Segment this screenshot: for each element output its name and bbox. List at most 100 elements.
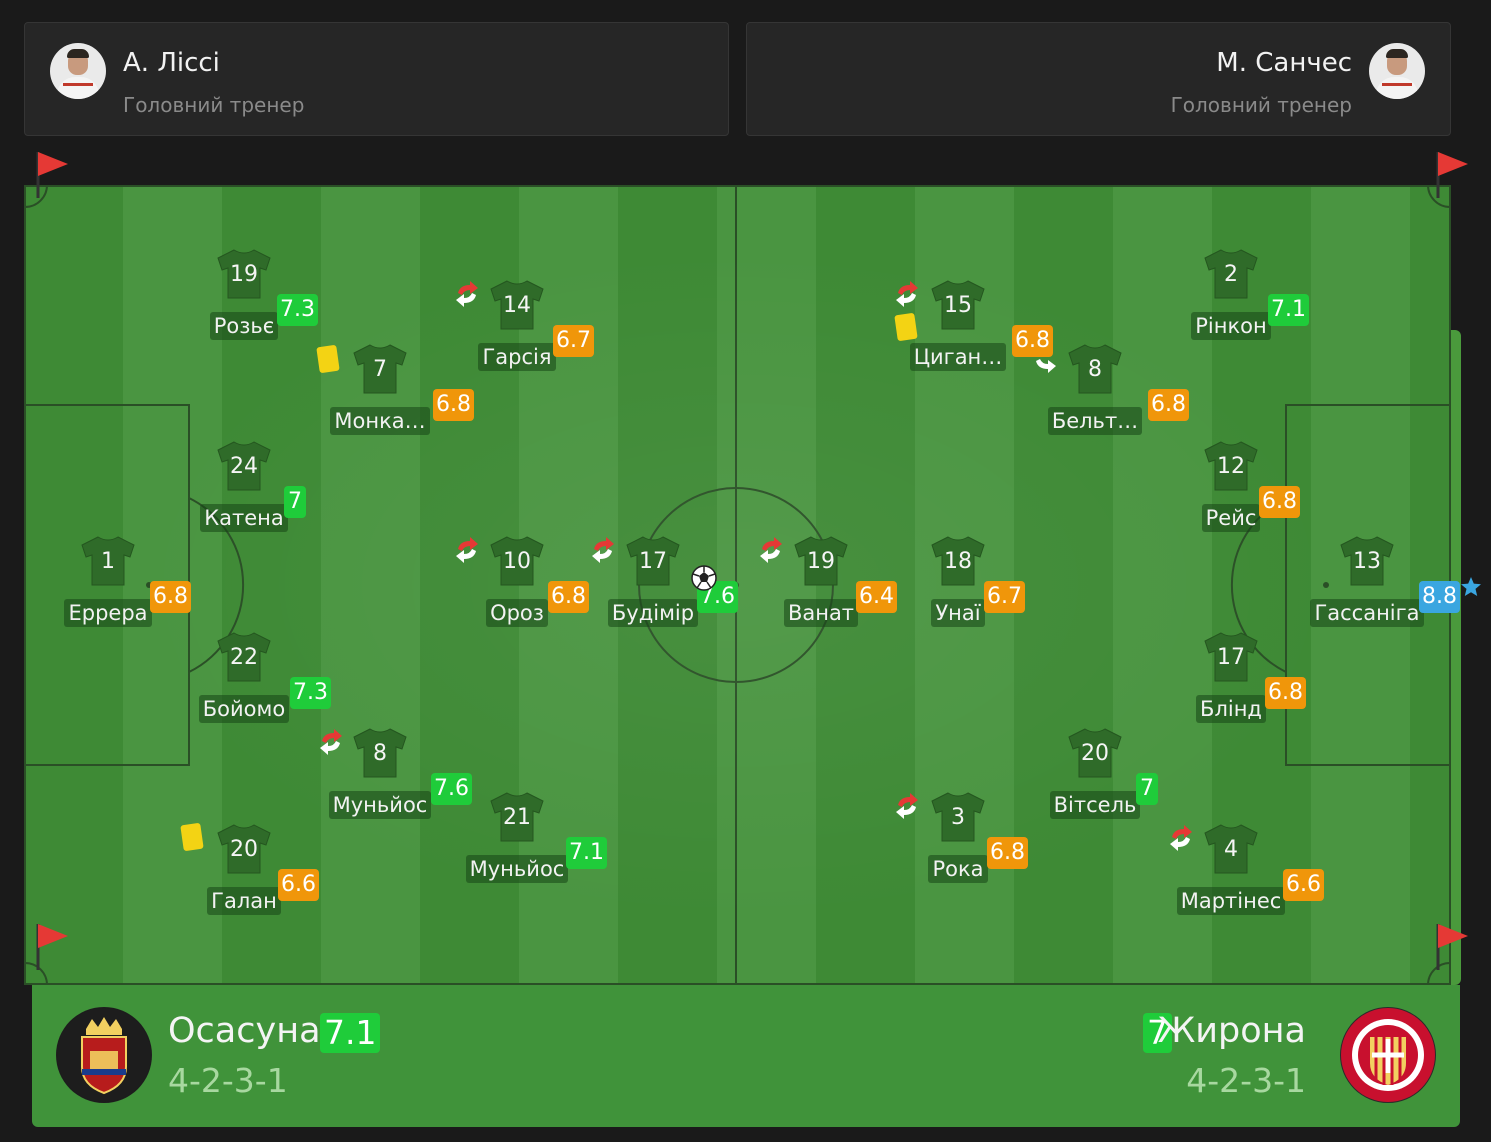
shirt-icon: 1 xyxy=(80,535,136,587)
yellow-card-icon xyxy=(180,822,204,852)
player-rating: 6.8 xyxy=(1148,389,1189,421)
player-rating: 6.6 xyxy=(1283,869,1324,901)
teams-footer: Осасуна 7.1 4-2-3-1 7 Жирона 4-2-3-1 xyxy=(32,985,1460,1127)
shirt-icon: 13 xyxy=(1339,535,1395,587)
shirt-icon: 19 xyxy=(216,248,272,300)
home-team-name: Осасуна xyxy=(168,1011,321,1051)
player-name: Еррера xyxy=(64,599,152,627)
player-rating: 6.7 xyxy=(553,325,594,357)
soccer-ball-icon xyxy=(690,564,718,592)
shirt-icon: 17 xyxy=(625,535,681,587)
corner-flag-icon xyxy=(1436,152,1468,198)
player-name-wrap: Галан xyxy=(144,887,344,915)
substitution-icon xyxy=(452,535,482,565)
away-team-rating: 7 xyxy=(1143,1013,1172,1053)
player-rating: 7 xyxy=(1136,773,1158,805)
shirt-number: 20 xyxy=(1081,741,1109,766)
shirt-number: 24 xyxy=(230,454,258,479)
coach-avatar xyxy=(50,43,106,99)
substitution-icon xyxy=(892,279,922,309)
shirt-number: 15 xyxy=(944,293,972,318)
player-name: Розьє xyxy=(209,312,279,340)
player-name: Циган… xyxy=(909,343,1007,371)
corner-flag-icon xyxy=(1436,924,1468,970)
shirt-number: 17 xyxy=(639,549,667,574)
star-icon xyxy=(1460,576,1482,598)
shirt-number: 8 xyxy=(373,741,387,766)
away-coach-card[interactable]: М. Санчес Головний тренер xyxy=(746,22,1451,136)
girona-badge-icon[interactable] xyxy=(1340,1007,1436,1103)
shirt-icon: 14 xyxy=(489,279,545,331)
player-name-wrap: Муньйос xyxy=(280,791,480,819)
shirt-number: 21 xyxy=(503,805,531,830)
shirt-icon: 21 xyxy=(489,791,545,843)
player-name-wrap: Мартінес xyxy=(1131,887,1331,915)
player-rating: 6.7 xyxy=(984,581,1025,613)
player-name-wrap: Бельт… xyxy=(995,407,1195,435)
shirt-icon: 22 xyxy=(216,631,272,683)
player-rating: 6.6 xyxy=(278,869,319,901)
shirt-number: 19 xyxy=(230,262,258,287)
away-coach-role: Головний тренер xyxy=(1170,93,1352,117)
player-name: Рейс xyxy=(1201,504,1261,532)
home-team-formation: 4-2-3-1 xyxy=(168,1061,288,1100)
player-name: Гарсія xyxy=(478,343,556,371)
player-name-wrap: Блінд xyxy=(1131,695,1331,723)
osasuna-badge-icon[interactable] xyxy=(56,1007,152,1103)
player-name: Блінд xyxy=(1196,695,1266,723)
shirt-icon: 15 xyxy=(930,279,986,331)
player-name-wrap: Еррера xyxy=(8,599,208,627)
player-rating: 6.8 xyxy=(1012,325,1053,357)
home-coach-card[interactable]: А. Ліссі Головний тренер xyxy=(24,22,729,136)
home-coach-name: А. Ліссі xyxy=(123,48,220,78)
player-name: Рінкон xyxy=(1191,312,1271,340)
player-name: Гассаніга xyxy=(1310,599,1424,627)
player-name-wrap: Гассаніга xyxy=(1267,599,1467,627)
player-rating: 7.3 xyxy=(277,294,318,326)
player-rating: 7 xyxy=(284,486,306,518)
player-name-wrap: Муньйос xyxy=(417,855,617,883)
player-rating: 6.8 xyxy=(1265,677,1306,709)
shirt-number: 14 xyxy=(503,293,531,318)
shirt-icon: 24 xyxy=(216,440,272,492)
player-name: Унаї xyxy=(931,599,985,627)
shirt-number: 2 xyxy=(1224,262,1238,287)
shirt-icon: 20 xyxy=(1067,727,1123,779)
shirt-number: 10 xyxy=(503,549,531,574)
shirt-number: 4 xyxy=(1224,837,1238,862)
shirt-number: 17 xyxy=(1217,645,1245,670)
shirt-icon: 17 xyxy=(1203,631,1259,683)
player-name: Бельт… xyxy=(1047,407,1143,435)
shirt-icon: 7 xyxy=(352,343,408,395)
shirt-number: 19 xyxy=(807,549,835,574)
player-rating: 7.1 xyxy=(566,837,607,869)
player-name: Вітсель xyxy=(1049,791,1141,819)
shirt-icon: 20 xyxy=(216,823,272,875)
player-name: Будімір xyxy=(607,599,699,627)
shirt-icon: 19 xyxy=(793,535,849,587)
away-team-name: Жирона xyxy=(1157,1011,1306,1051)
